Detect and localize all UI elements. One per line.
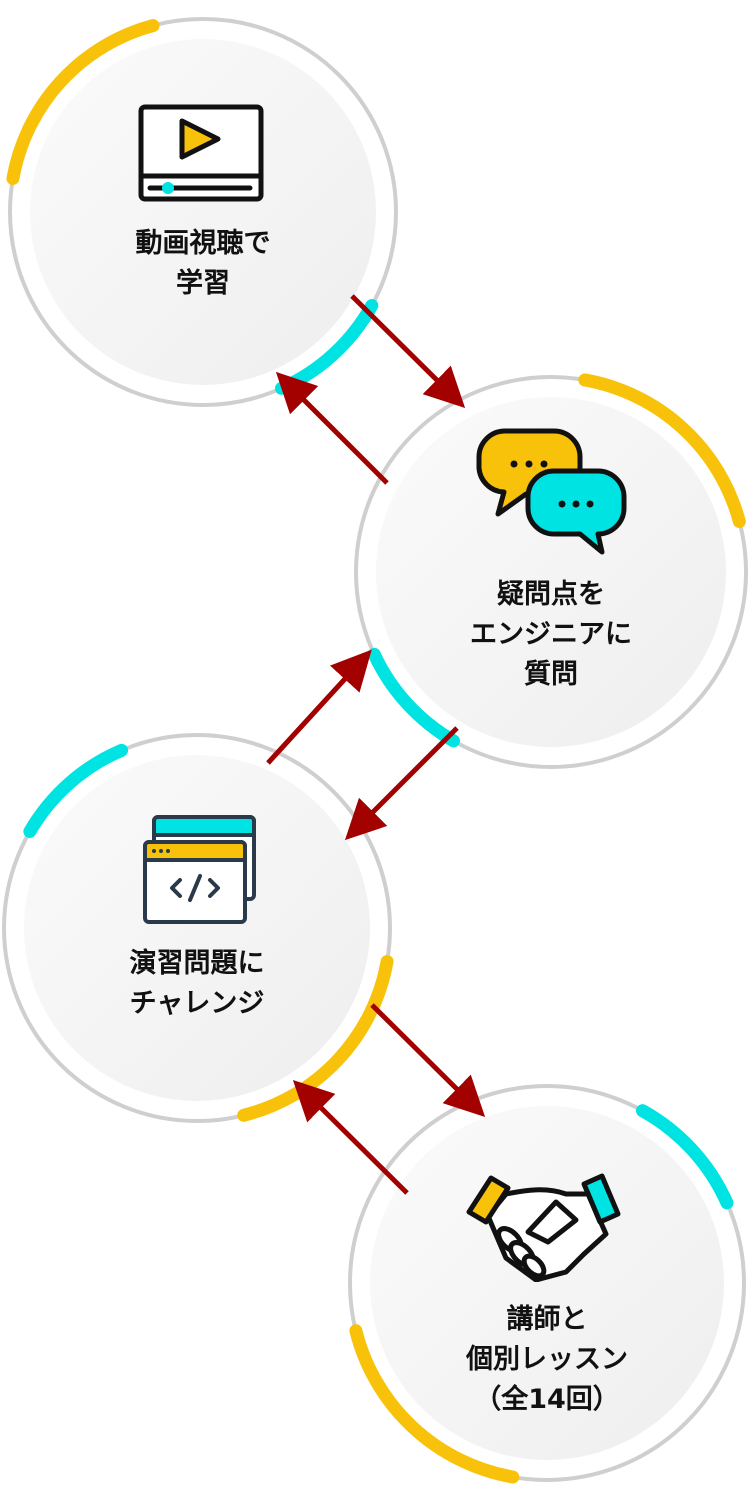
step-1-line: 動画視聴で (135, 228, 271, 259)
video-player-icon (138, 104, 264, 202)
flow-arrow (344, 726, 459, 841)
cyan-accent-arc (23, 743, 129, 838)
yellow-accent-arc (578, 373, 746, 529)
step-4-line: 講師と (506, 1304, 588, 1335)
step-2-line: 疑問点を (497, 579, 605, 610)
step-4-label: 講師と 個別レッスン （全14回） (397, 1300, 697, 1420)
flow-arrow (350, 294, 466, 409)
cyan-accent-arc (367, 647, 460, 748)
step-3-label: 演習問題に チャレンジ (47, 944, 347, 1024)
step-circle (24, 755, 370, 1101)
chat-bubbles-icon (476, 428, 627, 555)
step-3-line: チャレンジ (129, 988, 265, 1019)
flow-arrow (370, 1003, 486, 1118)
step-3-line: 演習問題に (129, 948, 265, 979)
yellow-accent-arc (6, 19, 160, 185)
yellow-accent-arc (349, 1324, 520, 1484)
step-1-line: 学習 (176, 268, 230, 299)
flow-arrow (266, 649, 372, 765)
step-2-line: エンジニアに (470, 619, 632, 650)
step-circle (370, 1106, 724, 1460)
step-4-line: （全14回） (474, 1384, 620, 1415)
step-4-line: 個別レッスン (466, 1344, 628, 1375)
cyan-accent-arc (636, 1104, 734, 1210)
step-2-label: 疑問点を エンジニアに 質問 (401, 575, 701, 695)
step-2-line: 質問 (524, 659, 578, 690)
step-1-label: 動画視聴で 学習 (53, 224, 353, 304)
step-circle (376, 397, 726, 747)
step-circle (30, 39, 376, 385)
flow-arrow (292, 1079, 409, 1195)
yellow-accent-arc (237, 955, 394, 1122)
flow-arrow (275, 371, 389, 485)
code-window-icon (143, 815, 256, 924)
handshake-icon (466, 1173, 621, 1282)
